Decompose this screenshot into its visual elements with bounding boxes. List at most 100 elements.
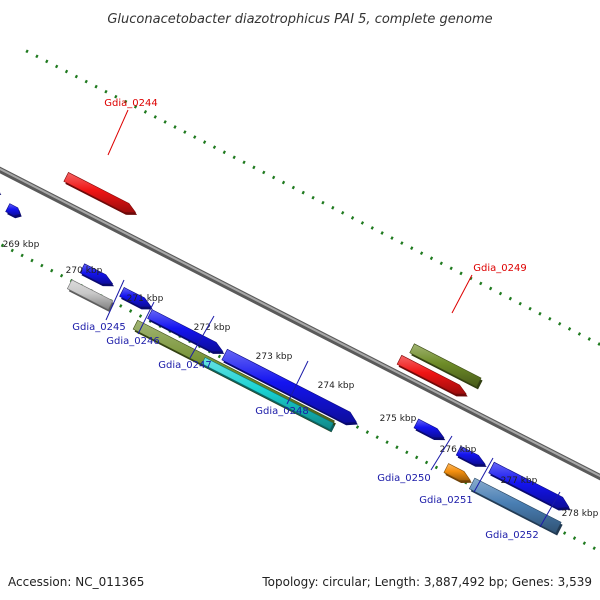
gene-feature-grey <box>66 279 114 311</box>
tick-mark <box>74 74 79 79</box>
gene-feature-blue <box>5 203 21 217</box>
tick-mark <box>518 301 522 306</box>
gene-label: Gdia_0245 <box>72 322 125 333</box>
tick-mark <box>365 430 370 434</box>
gene-leader-line <box>286 360 309 405</box>
tick-mark <box>54 64 59 69</box>
feature-depth <box>0 192 2 195</box>
gene-feature-blue <box>147 309 224 352</box>
tick-mark <box>380 231 384 235</box>
tick-mark <box>45 59 49 64</box>
gene-labels: Gdia_0244Gdia_0245Gdia_0246Gdia_0247Gdia… <box>72 98 561 541</box>
tick-mark <box>587 337 591 341</box>
tick-mark <box>419 251 424 256</box>
tick-mark <box>469 276 473 281</box>
tick-mark <box>567 327 572 331</box>
gene-leader-line <box>430 435 453 471</box>
tick-mark <box>94 84 98 89</box>
kbp-label: 272 kbp <box>194 323 231 333</box>
tick-mark <box>548 316 552 321</box>
tick-mark <box>242 160 246 165</box>
tick-mark <box>59 273 64 278</box>
tick-mark <box>331 205 335 210</box>
tick-mark <box>252 165 256 170</box>
tick-mark <box>415 455 419 460</box>
tick-mark <box>35 54 39 59</box>
tick-mark <box>291 185 296 190</box>
tick-mark <box>30 258 34 263</box>
gene-feature-olive <box>409 343 482 388</box>
backbone-line <box>0 167 600 478</box>
tick-mark <box>202 140 207 144</box>
tick-mark <box>0 243 5 248</box>
tick-mark <box>124 99 128 104</box>
gene-label: Gdia_0244 <box>104 98 157 109</box>
gene-label: Gdia_0252 <box>485 530 538 541</box>
tick-mark <box>311 195 315 200</box>
tick-mark <box>301 190 305 195</box>
gene-feature-red <box>63 172 137 213</box>
tick-mark <box>385 440 389 445</box>
gene-leader-line <box>473 457 494 493</box>
tick-mark <box>582 541 587 546</box>
tick-mark <box>562 531 567 535</box>
tick-mark <box>104 89 108 94</box>
tick-mark <box>217 354 222 359</box>
gene-leader-line <box>451 274 473 314</box>
gene-leader-line <box>105 279 125 321</box>
tick-mark <box>355 425 360 429</box>
tick-mark <box>40 263 44 268</box>
kbp-label: 275 kbp <box>380 414 417 424</box>
gene-feature-blue <box>79 263 114 285</box>
tick-mark <box>173 125 177 129</box>
tick-mark <box>528 306 532 311</box>
tick-mark <box>321 200 325 205</box>
gene-feature-blue <box>488 461 570 509</box>
gene-leader-line <box>189 315 215 359</box>
tick-mark <box>222 150 226 155</box>
map-title: Gluconacetobacter diazotrophicus PAI 5, … <box>107 12 492 27</box>
tick-mark <box>163 120 167 124</box>
tick-mark <box>449 266 453 271</box>
tick-mark <box>488 286 493 291</box>
tick-mark <box>50 268 54 273</box>
tick-mark <box>183 130 187 134</box>
accession-text: Accession: NC_011365 <box>8 575 144 589</box>
tick-mark <box>193 135 197 139</box>
gene-feature-cyan <box>201 357 334 430</box>
gene-label: Gdia_0249 <box>473 263 526 274</box>
kbp-label: 274 kbp <box>318 381 355 391</box>
gene-label: Gdia_0246 <box>106 336 159 347</box>
tick-mark <box>64 69 69 74</box>
tick-mark <box>128 309 133 313</box>
gene-leader-line <box>107 109 129 156</box>
tick-mark <box>84 79 88 84</box>
gene-feature-blue <box>413 418 445 438</box>
tick-mark <box>395 445 399 450</box>
kbp-label: 273 kbp <box>256 352 293 362</box>
tick-mark <box>459 271 463 276</box>
kbp-label: 269 kbp <box>3 240 40 250</box>
genome-backbone <box>0 166 600 481</box>
tick-mark <box>439 261 443 266</box>
tick-mark <box>119 304 123 308</box>
tick-mark <box>360 221 365 225</box>
tick-mark <box>508 296 513 301</box>
gene-feature-blue <box>455 445 486 465</box>
tick-mark <box>341 210 345 215</box>
tick-mark <box>538 311 542 316</box>
tick-mark <box>262 170 266 175</box>
kbp-label: 271 kbp <box>127 294 164 304</box>
tick-mark <box>434 465 439 470</box>
gene-feature-red <box>396 354 467 395</box>
gene-label: Gdia_0251 <box>419 495 472 506</box>
genome-summary-text: Topology: circular; Length: 3,887,492 bp… <box>261 575 592 589</box>
gene-feature-blue <box>221 348 357 424</box>
tick-mark <box>424 460 429 465</box>
tick-mark <box>350 216 355 220</box>
tick-mark <box>232 155 236 160</box>
tick-mark <box>153 115 157 119</box>
tick-mark <box>405 450 409 455</box>
